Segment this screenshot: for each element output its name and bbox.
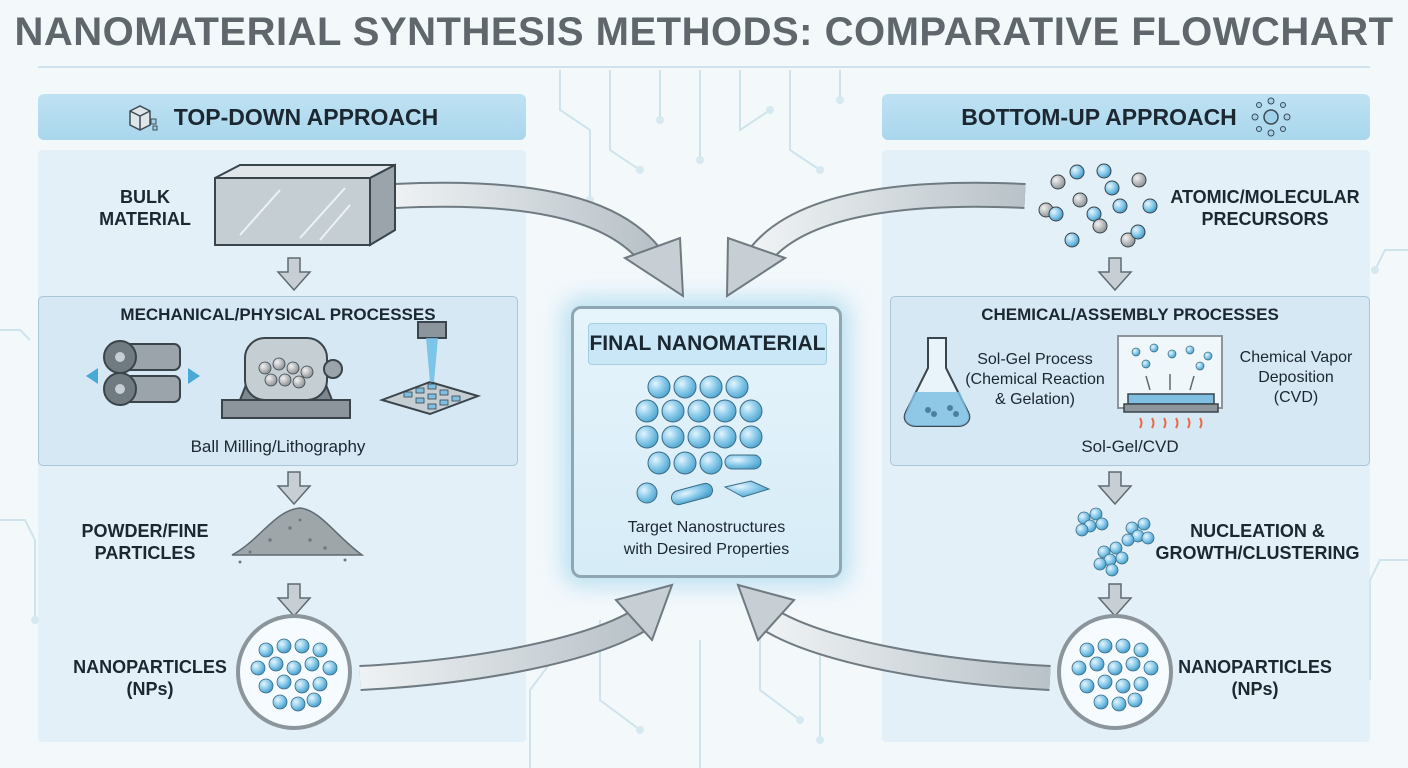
mechanical-process-title: MECHANICAL/PHYSICAL PROCESSES	[120, 305, 436, 324]
solgel-description: Sol-Gel Process (Chemical Reaction & Gel…	[965, 351, 1105, 408]
top-down-header: TOP-DOWN APPROACH	[38, 94, 526, 140]
precursors-label: ATOMIC/MOLECULAR PRECURSORS	[1170, 187, 1360, 229]
molecule-assembly-icon	[1251, 97, 1291, 137]
mechanical-process-caption: Ball Milling/Lithography	[190, 437, 366, 456]
powder-label: POWDER/FINE PARTICLES	[81, 521, 209, 563]
bottom-up-header-label: BOTTOM-UP APPROACH	[961, 103, 1237, 130]
cvd-description: Chemical Vapor Deposition (CVD)	[1239, 349, 1353, 406]
final-nanomaterial-box: FINAL NANOMATERIAL Target Nanostructures…	[571, 306, 842, 578]
bulk-material-label: BULK MATERIAL	[99, 187, 191, 229]
chemical-process-caption: Sol-Gel/CVD	[1081, 437, 1179, 456]
final-nanomaterial-title: FINAL NANOMATERIAL	[588, 323, 827, 365]
left-nanoparticles-label: NANOPARTICLES (NPs)	[73, 657, 227, 699]
cube-fragment-icon	[129, 105, 158, 131]
final-nanomaterial-caption: Target Nanostructures with Desired Prope…	[623, 519, 790, 558]
title-divider	[38, 66, 1370, 68]
chemical-process-title: CHEMICAL/ASSEMBLY PROCESSES	[981, 305, 1279, 324]
bottom-up-header: BOTTOM-UP APPROACH	[882, 94, 1370, 140]
right-nanoparticles-label: NANOPARTICLES (NPs)	[1178, 657, 1332, 699]
nucleation-label: NUCLEATION & GROWTH/CLUSTERING	[1155, 521, 1360, 563]
top-down-header-label: TOP-DOWN APPROACH	[173, 103, 439, 130]
nanostructures-icon	[635, 375, 771, 506]
mechanical-process-box: MECHANICAL/PHYSICAL PROCESSES Ball Milli…	[38, 296, 518, 466]
page-title: NANOMATERIAL SYNTHESIS METHODS: COMPARAT…	[14, 10, 1394, 54]
